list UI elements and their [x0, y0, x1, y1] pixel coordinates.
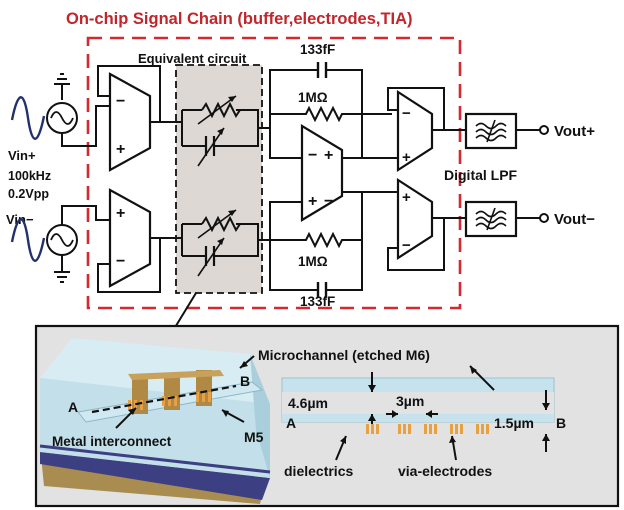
- microchannel-label: Microchannel (etched M6): [258, 347, 430, 363]
- figure-title: On-chip Signal Chain (buffer,electrodes,…: [66, 10, 413, 28]
- via-electrodes-label: via-electrodes: [398, 463, 492, 479]
- source-frequency: 100kHz: [8, 169, 51, 183]
- equivalent-circuit-label: Equivalent circuit: [138, 51, 247, 66]
- feedback-network-top: 133fF 1MΩ: [298, 42, 363, 158]
- vout-minus-terminal: [539, 213, 549, 223]
- svg-text:+: +: [402, 189, 411, 206]
- cross-section: [281, 365, 555, 461]
- svg-text:+: +: [116, 141, 125, 158]
- point-b-label: B: [240, 373, 250, 389]
- source-amplitude: 0.2Vpp: [8, 187, 49, 201]
- chip-3d-view: [39, 338, 271, 504]
- svg-text:+: +: [324, 147, 333, 164]
- feedback-cap-bottom-label: 133fF: [300, 294, 335, 309]
- on-chip-boundary: [86, 36, 462, 310]
- output-buffer-top: − +: [362, 87, 466, 173]
- vout-plus-label: Vout+: [554, 123, 595, 140]
- metal-interconnect-label: Metal interconnect: [52, 434, 172, 449]
- equivalent-circuit-region: [175, 64, 263, 294]
- svg-text:+: +: [116, 205, 125, 222]
- svg-text:−: −: [402, 105, 411, 122]
- electrode-impedance-bottom: [160, 209, 270, 277]
- feedback-network-bottom: 1MΩ 133fF: [298, 192, 363, 309]
- sine-wave-top-icon: [10, 96, 46, 140]
- source-top: Vin+: [8, 73, 110, 163]
- buffer-opamp-top: − +: [97, 65, 161, 172]
- lpf-bottom: [464, 200, 549, 238]
- source-bottom: Vin−: [6, 205, 110, 283]
- m5-label: M5: [244, 429, 264, 445]
- cross-section-point-b: B: [556, 415, 566, 431]
- svg-text:−: −: [116, 93, 125, 110]
- buffer-opamp-bottom: + −: [97, 188, 161, 293]
- dim-pitch-label: 3µm: [396, 393, 424, 409]
- svg-text:−: −: [308, 147, 317, 164]
- svg-text:−: −: [324, 193, 333, 210]
- output-buffer-bottom: + −: [362, 177, 466, 271]
- svg-text:+: +: [308, 193, 317, 210]
- vout-plus-terminal: [539, 125, 549, 135]
- dielectrics-label: dielectrics: [284, 463, 353, 479]
- feedback-res-bottom-label: 1MΩ: [298, 254, 328, 269]
- electrode-impedance-top: [160, 95, 270, 167]
- sine-wave-bottom-icon: [10, 218, 46, 262]
- dim-depth-label: 1.5µm: [494, 415, 534, 431]
- vout-minus-label: Vout−: [554, 211, 595, 228]
- vin-plus-label: Vin+: [8, 148, 36, 163]
- point-a-label: A: [68, 399, 78, 415]
- cross-section-point-a: A: [286, 415, 296, 431]
- feedback-cap-top-label: 133fF: [300, 42, 335, 57]
- dim-height-label: 4.6µm: [288, 395, 328, 411]
- digital-lpf-label: Digital LPF: [444, 167, 518, 183]
- section-line-ab: [91, 384, 237, 414]
- svg-text:−: −: [116, 253, 125, 270]
- lpf-top: [464, 112, 549, 150]
- svg-text:−: −: [402, 237, 411, 254]
- tia-opamp: − + + −: [269, 69, 362, 291]
- svg-text:+: +: [402, 149, 411, 166]
- feedback-res-top-label: 1MΩ: [298, 90, 328, 105]
